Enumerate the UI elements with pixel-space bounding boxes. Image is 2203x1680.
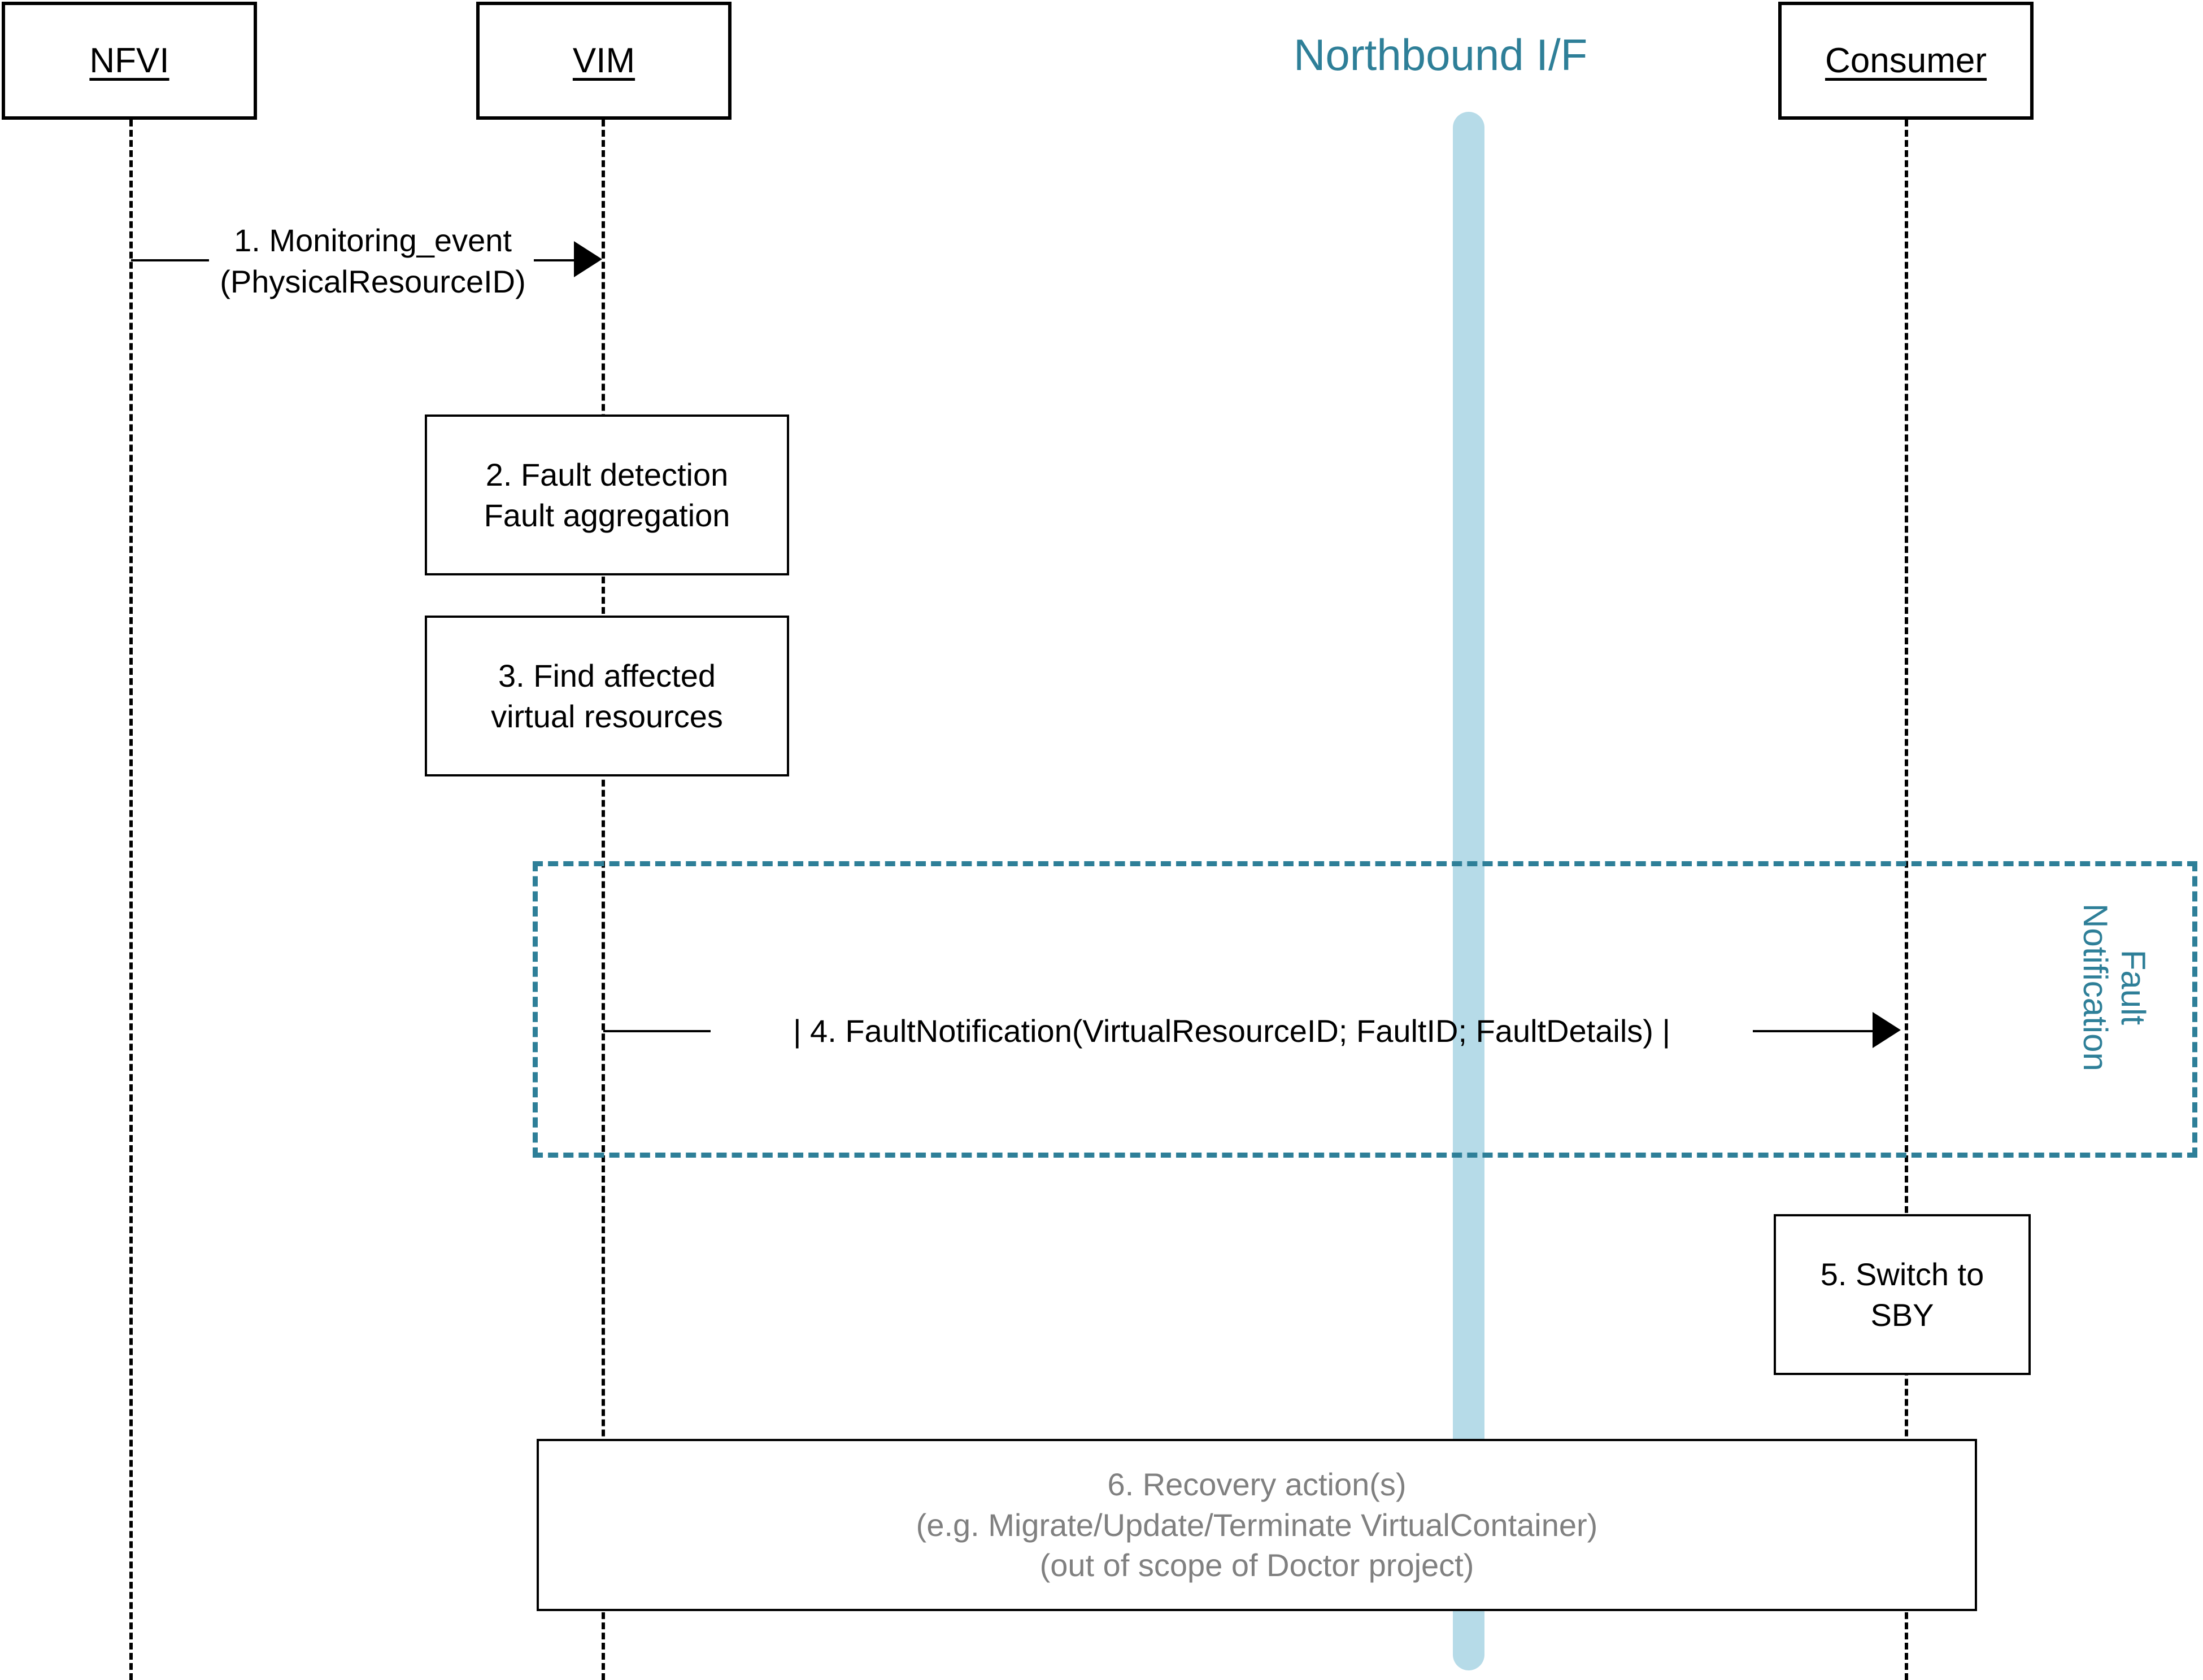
northbound-interface-title: Northbound I/F	[1294, 30, 1588, 80]
activity-box-2-line-1: 2. Fault detection	[485, 456, 729, 492]
fragment-fault-notification	[533, 861, 2197, 1158]
actor-box-vim[interactable]: VIM	[476, 2, 732, 120]
actor-box-nfvi[interactable]: NFVI	[2, 2, 257, 120]
message-4-line-left	[603, 1030, 711, 1032]
actor-label-vim: VIM	[572, 41, 635, 80]
lifeline-consumer	[1905, 120, 1908, 1680]
message-4-line-right	[1753, 1030, 1874, 1032]
message-4-label-line-1: | 4. FaultNotification(VirtualResourceID…	[793, 1013, 1671, 1049]
message-1-line-right	[534, 259, 576, 261]
activity-box-6-text: 6. Recovery action(s) (e.g. Migrate/Upda…	[916, 1464, 1598, 1586]
activity-box-5-text: 5. Switch to SBY	[1821, 1254, 1984, 1335]
message-1-line-left	[131, 259, 209, 261]
message-1-label-line-1: 1. Monitoring_event	[234, 222, 512, 258]
lifeline-vim	[602, 120, 605, 1680]
activity-box-3-line-1: 3. Find affected	[498, 657, 716, 693]
activity-box-5-line-2: SBY	[1870, 1297, 1934, 1333]
message-1-label-line-2: (PhysicalResourceID)	[220, 263, 526, 299]
message-1-arrowhead	[574, 241, 602, 277]
activity-box-2-text: 2. Fault detection Fault aggregation	[484, 455, 730, 535]
activity-box-6-line-3: (out of scope of Doctor project)	[1039, 1547, 1474, 1583]
activity-box-6-recovery-actions[interactable]: 6. Recovery action(s) (e.g. Migrate/Upda…	[537, 1439, 1977, 1611]
message-4-label: | 4. FaultNotification(VirtualResourceID…	[711, 1011, 1753, 1052]
message-4-arrowhead	[1873, 1012, 1901, 1048]
fragment-fault-notification-label: Fault Notification	[2076, 904, 2152, 1071]
activity-box-5-line-1: 5. Switch to	[1820, 1256, 1984, 1292]
message-1-label: 1. Monitoring_event (PhysicalResourceID)	[209, 220, 537, 303]
lifeline-nfvi	[129, 120, 133, 1680]
activity-box-6-line-2: (e.g. Migrate/Update/Terminate VirtualCo…	[916, 1507, 1598, 1543]
activity-box-5-switch-to-sby[interactable]: 5. Switch to SBY	[1774, 1214, 2031, 1375]
fragment-label-line-2: Notification	[2076, 904, 2114, 1071]
northbound-interface-bar	[1453, 112, 1484, 1670]
activity-box-3-text: 3. Find affected virtual resources	[491, 656, 723, 736]
activity-box-6-line-1: 6. Recovery action(s)	[1107, 1466, 1407, 1502]
activity-box-3-find-affected[interactable]: 3. Find affected virtual resources	[425, 616, 789, 776]
actor-label-nfvi: NFVI	[89, 41, 169, 80]
fragment-label-line-1: Fault	[2114, 949, 2152, 1026]
actor-box-consumer[interactable]: Consumer	[1778, 2, 2034, 120]
activity-box-2-line-2: Fault aggregation	[484, 497, 730, 533]
activity-box-3-line-2: virtual resources	[491, 698, 723, 734]
actor-label-consumer: Consumer	[1825, 41, 1987, 80]
activity-box-2-fault-detection[interactable]: 2. Fault detection Fault aggregation	[425, 414, 789, 575]
